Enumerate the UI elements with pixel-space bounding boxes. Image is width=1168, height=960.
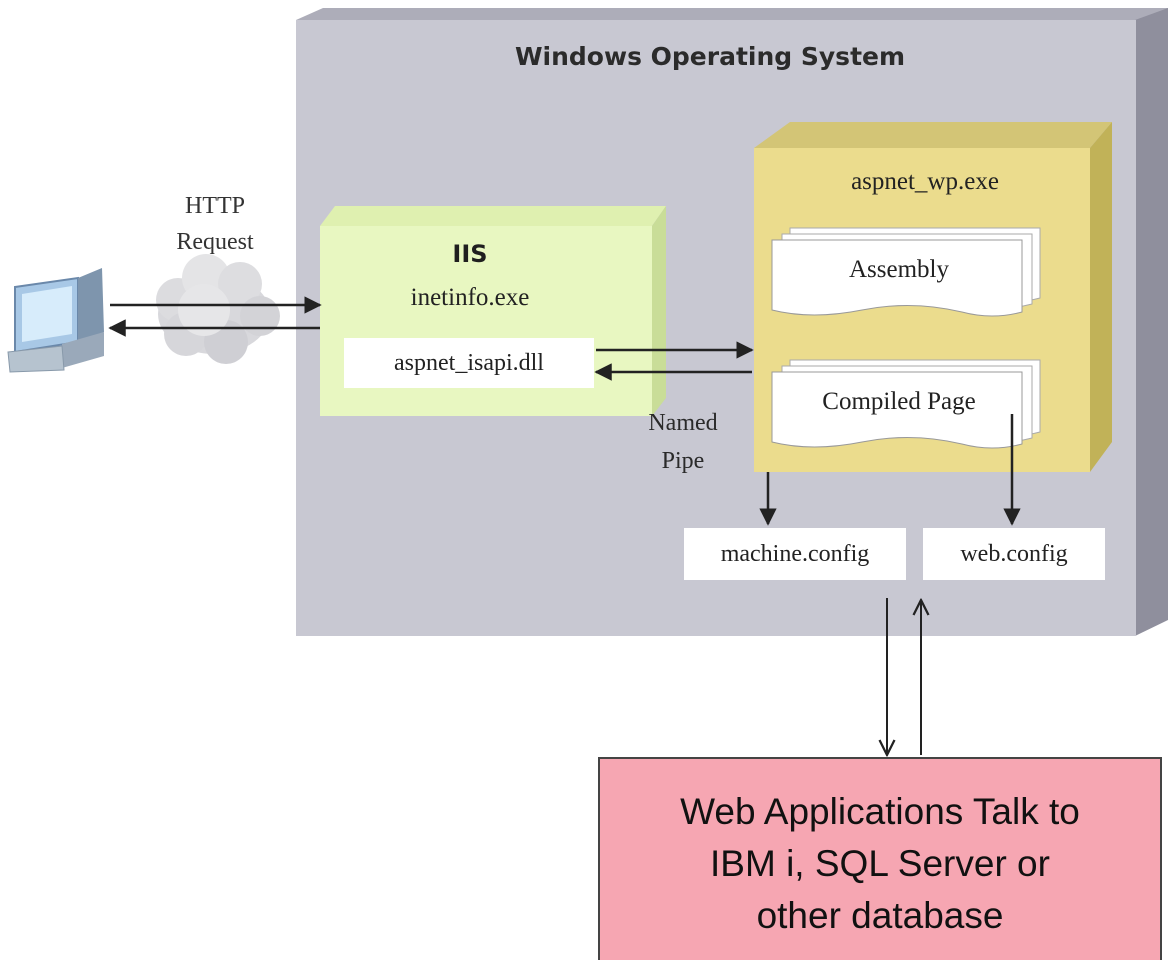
http-request-label: HTTP Request (150, 188, 280, 260)
assembly-label: Assembly (849, 256, 949, 283)
aspnet-isapi-dll-box: aspnet_isapi.dll (344, 338, 594, 388)
worker-process-title: aspnet_wp.exe (851, 168, 999, 195)
cloud-icon (156, 254, 280, 364)
database-box: Web Applications Talk to IBM i, SQL Serv… (598, 757, 1162, 960)
named-pipe-line1: Named (648, 410, 718, 436)
compiled-page-document (771, 359, 1041, 449)
named-pipe-label: Named Pipe (628, 404, 738, 480)
iis-subtitle: inetinfo.exe (410, 284, 530, 311)
os-title: Windows Operating System (514, 42, 906, 71)
assembly-document (771, 227, 1041, 317)
database-text: Web Applications Talk to IBM i, SQL Serv… (680, 790, 1080, 936)
web-config-box: web.config (923, 528, 1105, 580)
machine-config-box: machine.config (684, 528, 906, 580)
compiled-page-label: Compiled Page (822, 388, 976, 415)
iis-title: IIS (452, 240, 488, 268)
http-request-line2: Request (176, 229, 254, 255)
computer-icon (7, 268, 104, 373)
named-pipe-line2: Pipe (661, 448, 705, 474)
http-request-line1: HTTP (185, 193, 245, 219)
